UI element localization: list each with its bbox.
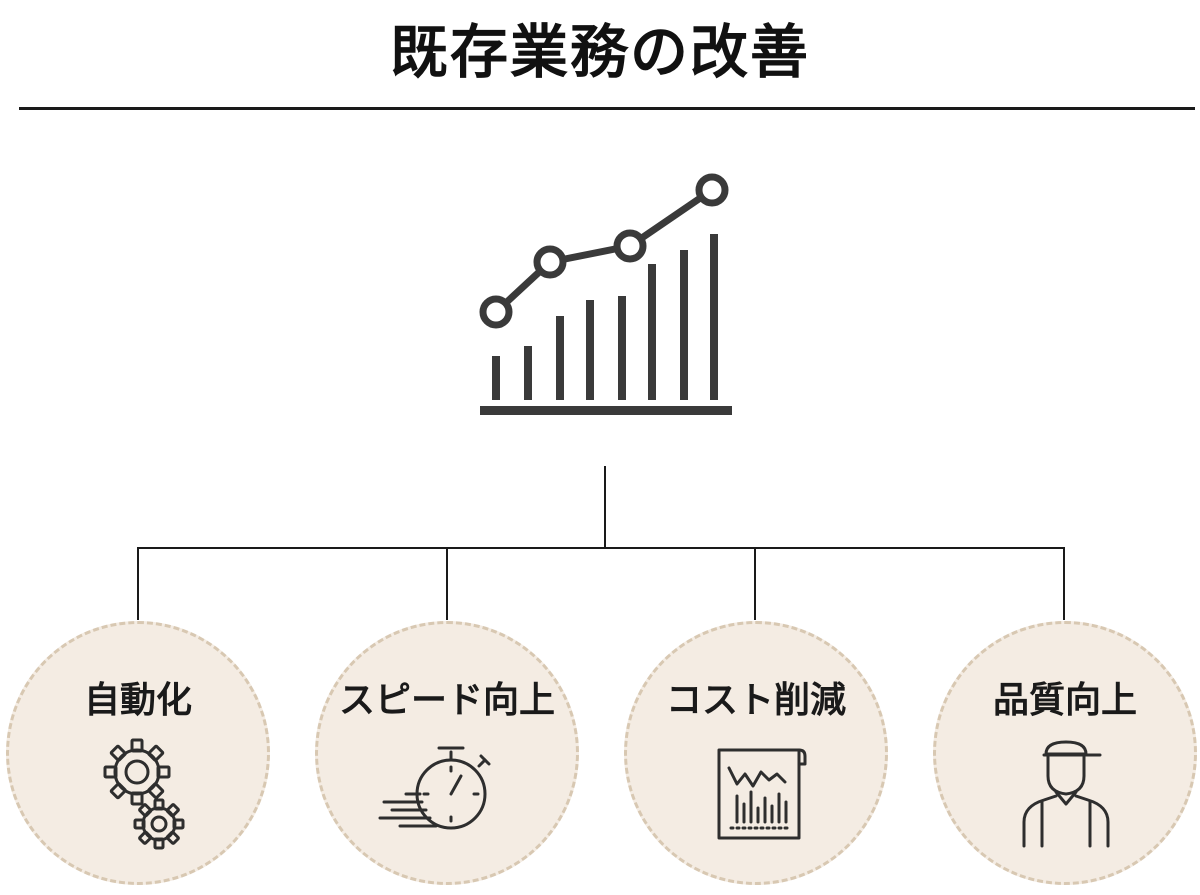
node-cost: コスト削減	[624, 621, 888, 885]
node-automation: 自動化	[6, 621, 270, 885]
stopwatch-icon	[378, 746, 491, 830]
chart-trend-line	[493, 187, 714, 315]
connector-tree	[137, 466, 1065, 620]
chart-bar	[648, 264, 656, 400]
gears-icon	[103, 738, 185, 850]
chart-baseline	[480, 406, 732, 415]
node-label: 自動化	[83, 680, 192, 721]
cost-report-icon	[717, 748, 807, 840]
chart-point	[695, 173, 729, 207]
chart-bar	[618, 296, 626, 400]
chart-bar	[556, 316, 564, 400]
chart-points	[479, 173, 729, 329]
chart-point	[533, 245, 567, 279]
chart-point	[613, 229, 647, 263]
chart-bar	[492, 356, 500, 400]
chart-point	[479, 295, 513, 329]
node-speed: スピード向上	[315, 621, 579, 885]
title-divider	[19, 107, 1195, 110]
chart-bar	[710, 234, 718, 400]
chart-bar	[524, 346, 532, 400]
chart-bars	[492, 234, 718, 400]
chart-bar	[680, 250, 688, 400]
node-label: 品質向上	[992, 680, 1137, 721]
page-title: 既存業務の改善	[389, 18, 810, 86]
node-label: コスト削減	[665, 680, 846, 721]
growth-chart-icon	[479, 173, 732, 415]
node-label: スピード向上	[338, 680, 555, 721]
chart-bar	[586, 300, 594, 400]
worker-icon	[1022, 740, 1110, 848]
node-quality: 品質向上	[933, 621, 1197, 885]
